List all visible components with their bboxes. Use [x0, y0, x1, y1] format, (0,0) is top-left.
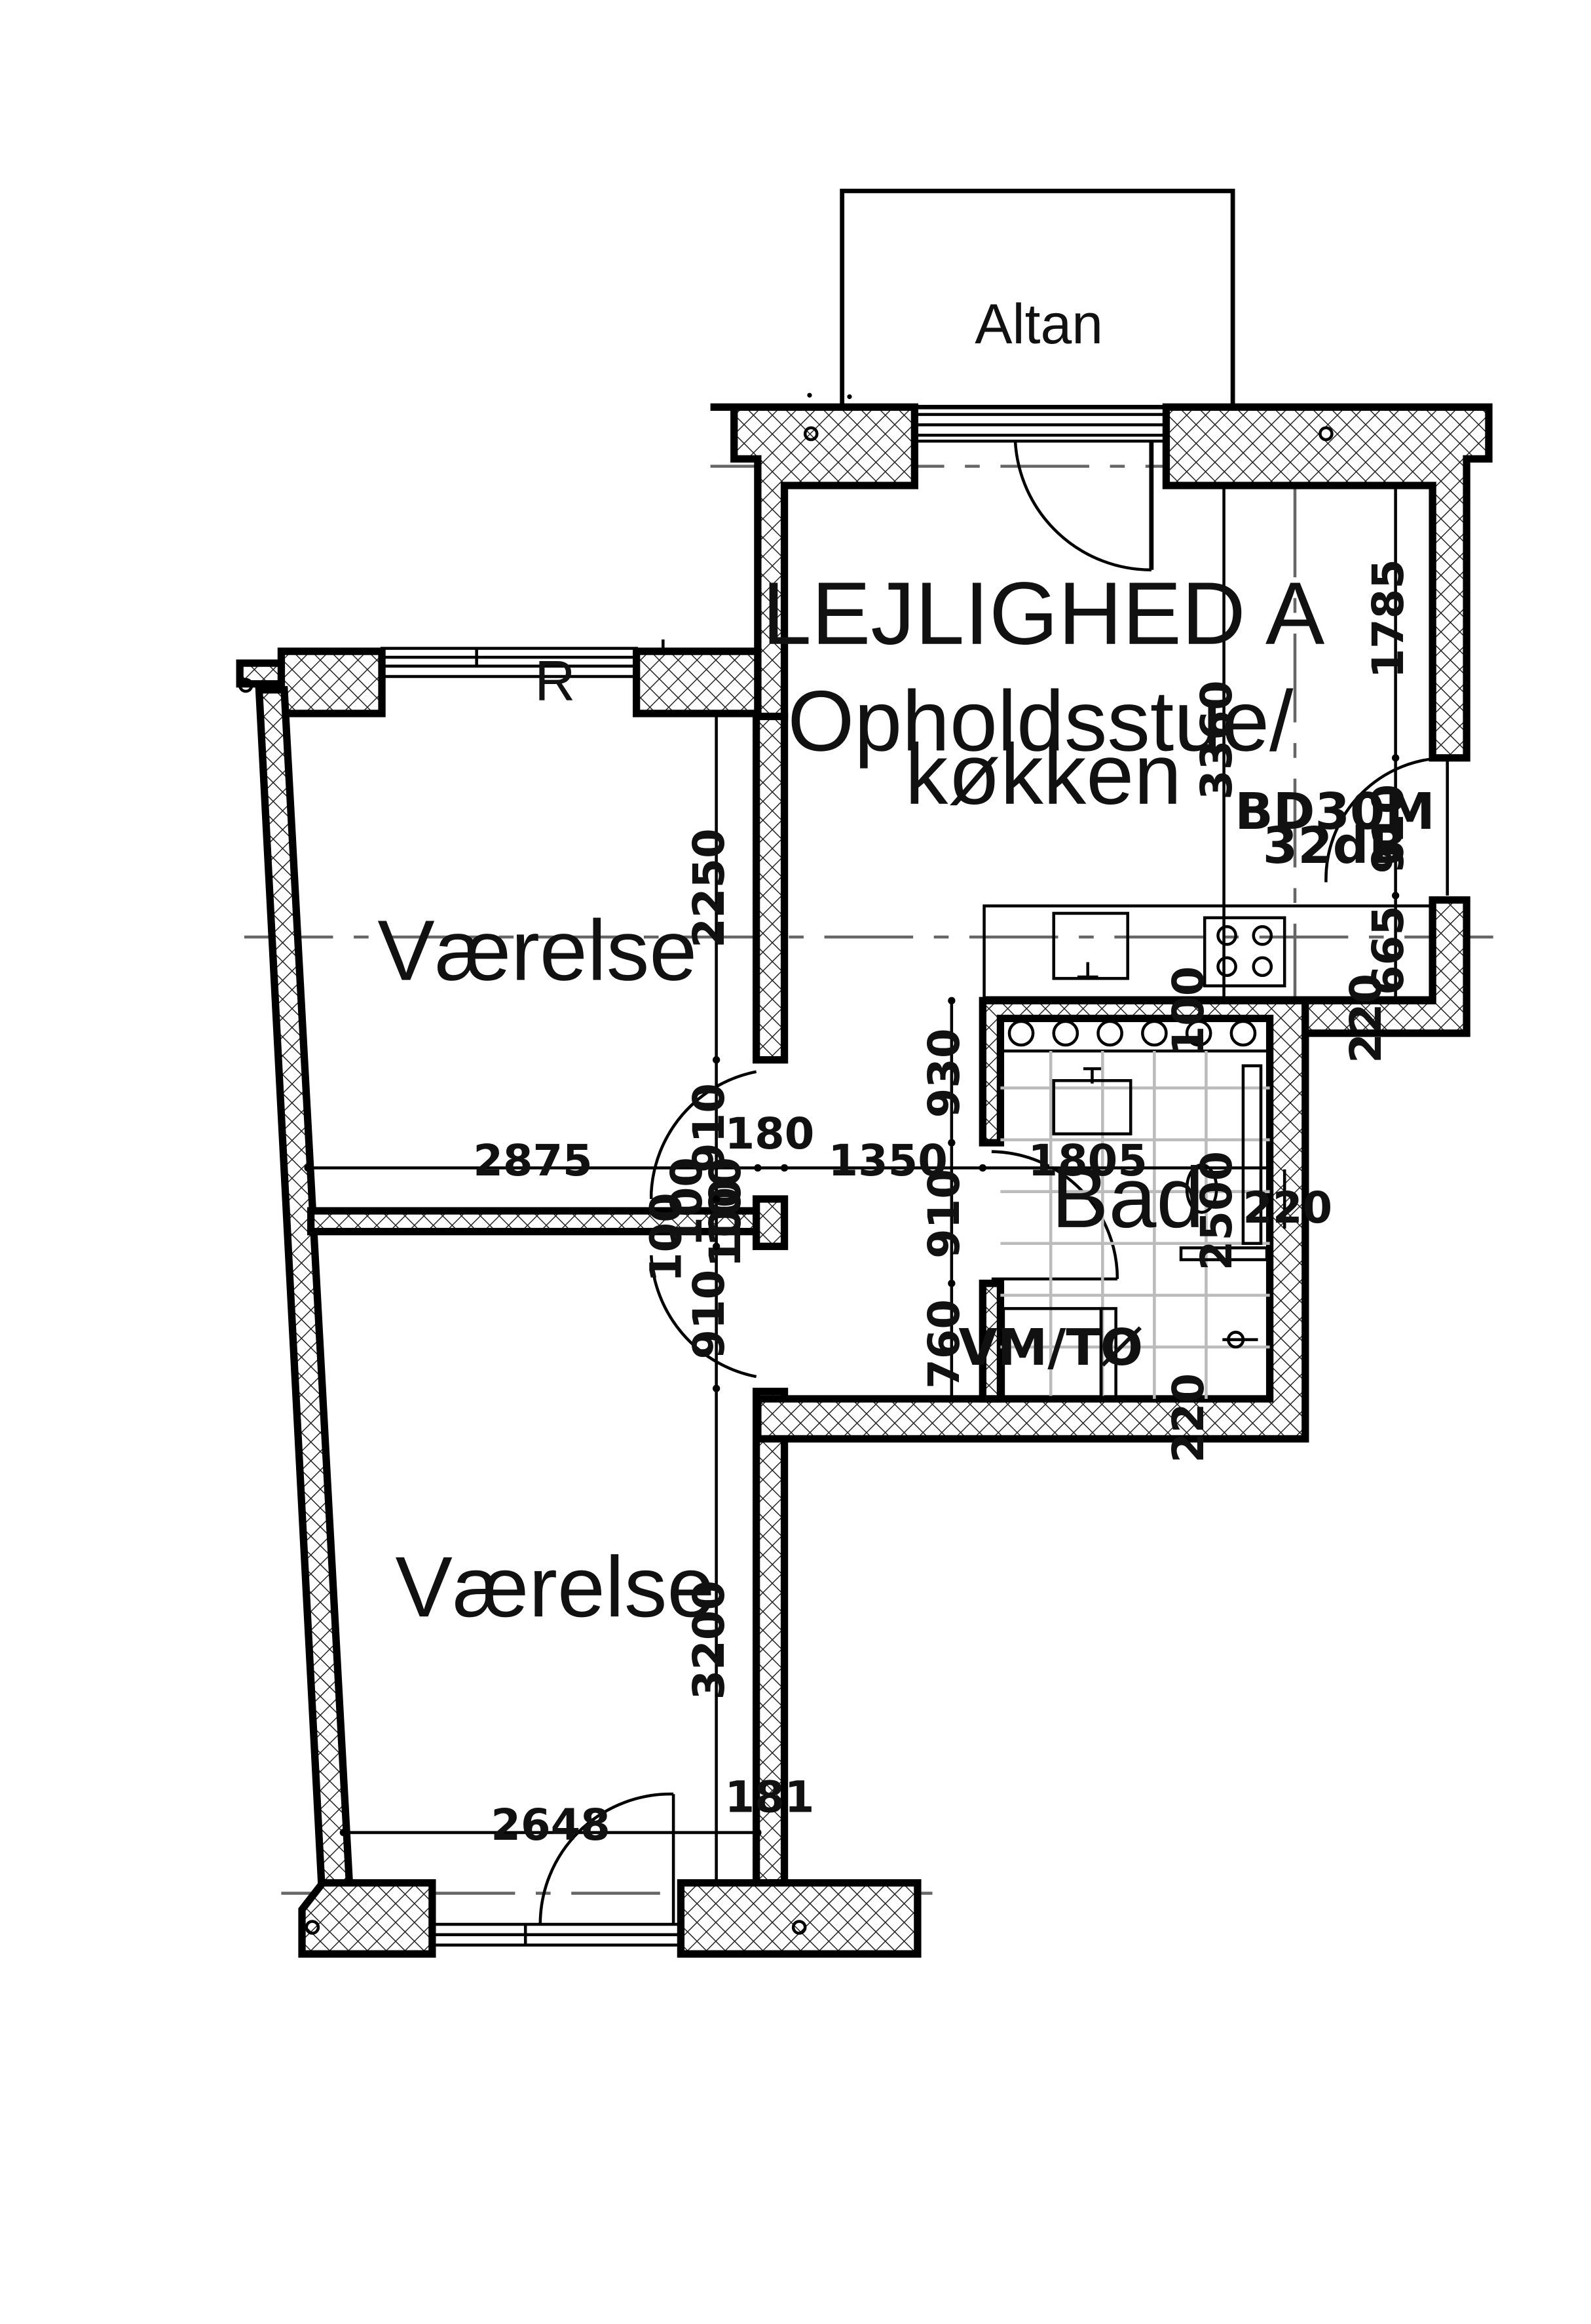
dim-label: 100 — [1164, 966, 1214, 1056]
door-spec-line1: BD30M — [1235, 783, 1435, 841]
dim-label: 220 — [1341, 974, 1391, 1063]
dim-label: 180 — [725, 1109, 815, 1159]
room-bedroom-top: Værelse — [377, 902, 697, 999]
bathroom-fixtures — [999, 1017, 1271, 1399]
dim-label: 930 — [920, 1029, 969, 1118]
walls — [236, 403, 1493, 1958]
dim-label: 2500 — [1192, 1151, 1242, 1270]
dim-label: 910 — [684, 1083, 734, 1173]
dim-label: 220 — [1164, 1373, 1214, 1463]
door-spec-line2: 32dB — [1263, 817, 1407, 875]
dim-label: 2250 — [684, 828, 734, 947]
dimension-labels: 2875 1350 1805 180 2648 181 2250 910 910… — [473, 559, 1413, 1850]
dim-label: 760 — [920, 1299, 969, 1389]
balcony — [807, 189, 1235, 410]
windows — [238, 413, 1334, 1947]
dimension-ticks — [304, 639, 1400, 1837]
dim-label: 665 — [1364, 905, 1413, 995]
dim-label: 1805 — [1028, 1136, 1148, 1186]
room-bath: Bad — [1051, 1149, 1204, 1246]
dim-label: 100 — [662, 1157, 712, 1247]
dim-label: 1350 — [829, 1136, 948, 1186]
dim-label: 910 — [684, 1270, 734, 1360]
doors — [538, 441, 1449, 1925]
labels: LEJLIGHED A Opholdsstue/ køkken Værelse … — [377, 293, 1434, 1635]
radiator-label: R — [534, 650, 575, 713]
dim-label: 2648 — [491, 1800, 610, 1850]
dim-label: 100 — [641, 1192, 691, 1282]
dim-label: 910 — [1364, 784, 1413, 874]
room-balcony: Altan — [975, 293, 1103, 356]
dim-label: 3200 — [684, 1580, 734, 1700]
dim-label: 100 — [701, 1157, 751, 1247]
apartment-title: LEJLIGHED A — [762, 563, 1325, 663]
dim-label: 3360 — [1192, 680, 1242, 799]
laundry-label: VM/TØ — [958, 1319, 1143, 1377]
dimension-lines — [308, 486, 1397, 1883]
kitchen-counter — [983, 904, 1433, 999]
dim-label: 181 — [725, 1772, 815, 1822]
room-bedroom-bottom: Værelse — [395, 1538, 715, 1635]
dim-label: 220 — [1243, 1183, 1332, 1233]
dim-label: 1785 — [1364, 559, 1413, 678]
room-living-line2: køkken — [905, 726, 1182, 822]
dim-label: 2875 — [473, 1136, 592, 1186]
room-living-line1: Opholdsstue/ — [787, 672, 1294, 769]
dim-label: 910 — [920, 1169, 969, 1259]
dim-label: 100 — [701, 1178, 751, 1268]
